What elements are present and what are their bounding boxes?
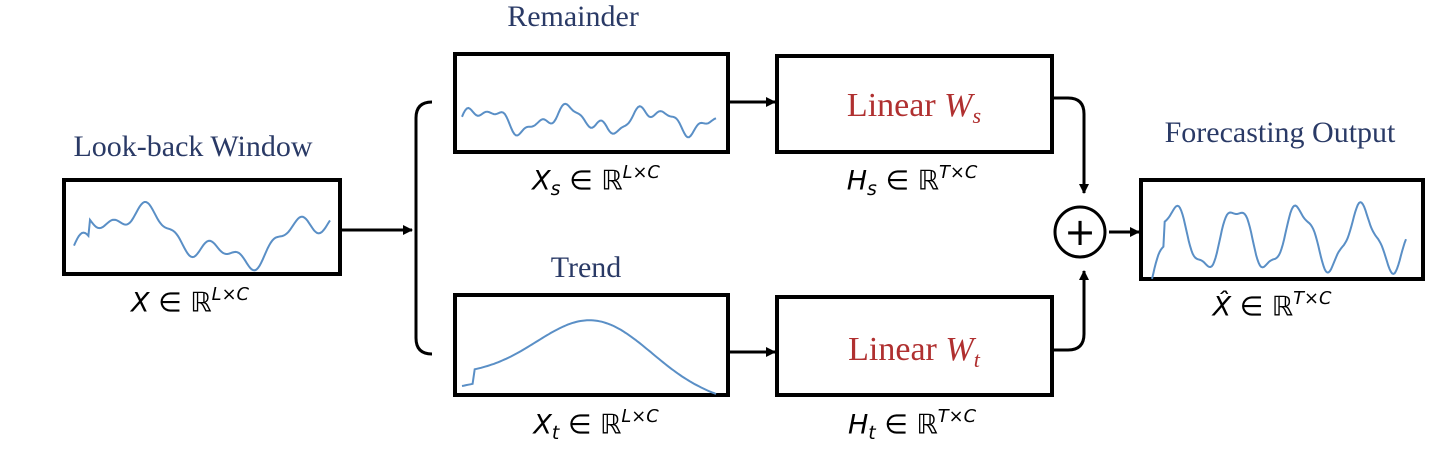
linear-t-label: Linear Wt [848, 331, 980, 372]
linear-t-output-shape-label: Ht ∈ ℝT×C [847, 406, 977, 445]
linear-t-to-sum-arrow [1052, 270, 1089, 352]
remainder-box [453, 52, 730, 154]
forecasting-output-title: Forecasting Output [1164, 116, 1396, 149]
weight-s: Ws [944, 87, 982, 128]
input-shape-label: X ∈ ℝL×C [131, 284, 249, 319]
linear-s-box [775, 54, 1054, 154]
look-back-window-title: Look-back Window [73, 130, 313, 163]
remainder-series-line [461, 102, 717, 139]
output-series-line [1151, 201, 1407, 280]
input-box [62, 178, 342, 276]
input-series-line [73, 201, 331, 272]
trend-shape-label: Xt ∈ ℝL×C [533, 406, 659, 445]
linear-s-to-sum-arrow [1052, 96, 1089, 194]
split-to-remainder-connector [414, 100, 433, 230]
linear-s-label: Linear Ws [846, 87, 982, 128]
remainder-title: Remainder [507, 0, 639, 33]
output-box [1139, 178, 1425, 281]
circle-plus-icon: + [1053, 205, 1107, 259]
linear-t-box [775, 295, 1054, 397]
linear-s-output-shape-label: Hs ∈ ℝT×C [846, 162, 978, 201]
output-shape-label: X̂ ∈ ℝT×C [1212, 288, 1332, 323]
split-to-trend-connector [414, 230, 433, 356]
trend-title: Trend [550, 251, 622, 284]
remainder-shape-label: Xs ∈ ℝL×C [532, 162, 660, 201]
trend-box [453, 293, 730, 397]
trend-series-line [461, 319, 717, 395]
weight-t: Wt [945, 331, 980, 372]
sum-symbol: + [1064, 210, 1096, 254]
